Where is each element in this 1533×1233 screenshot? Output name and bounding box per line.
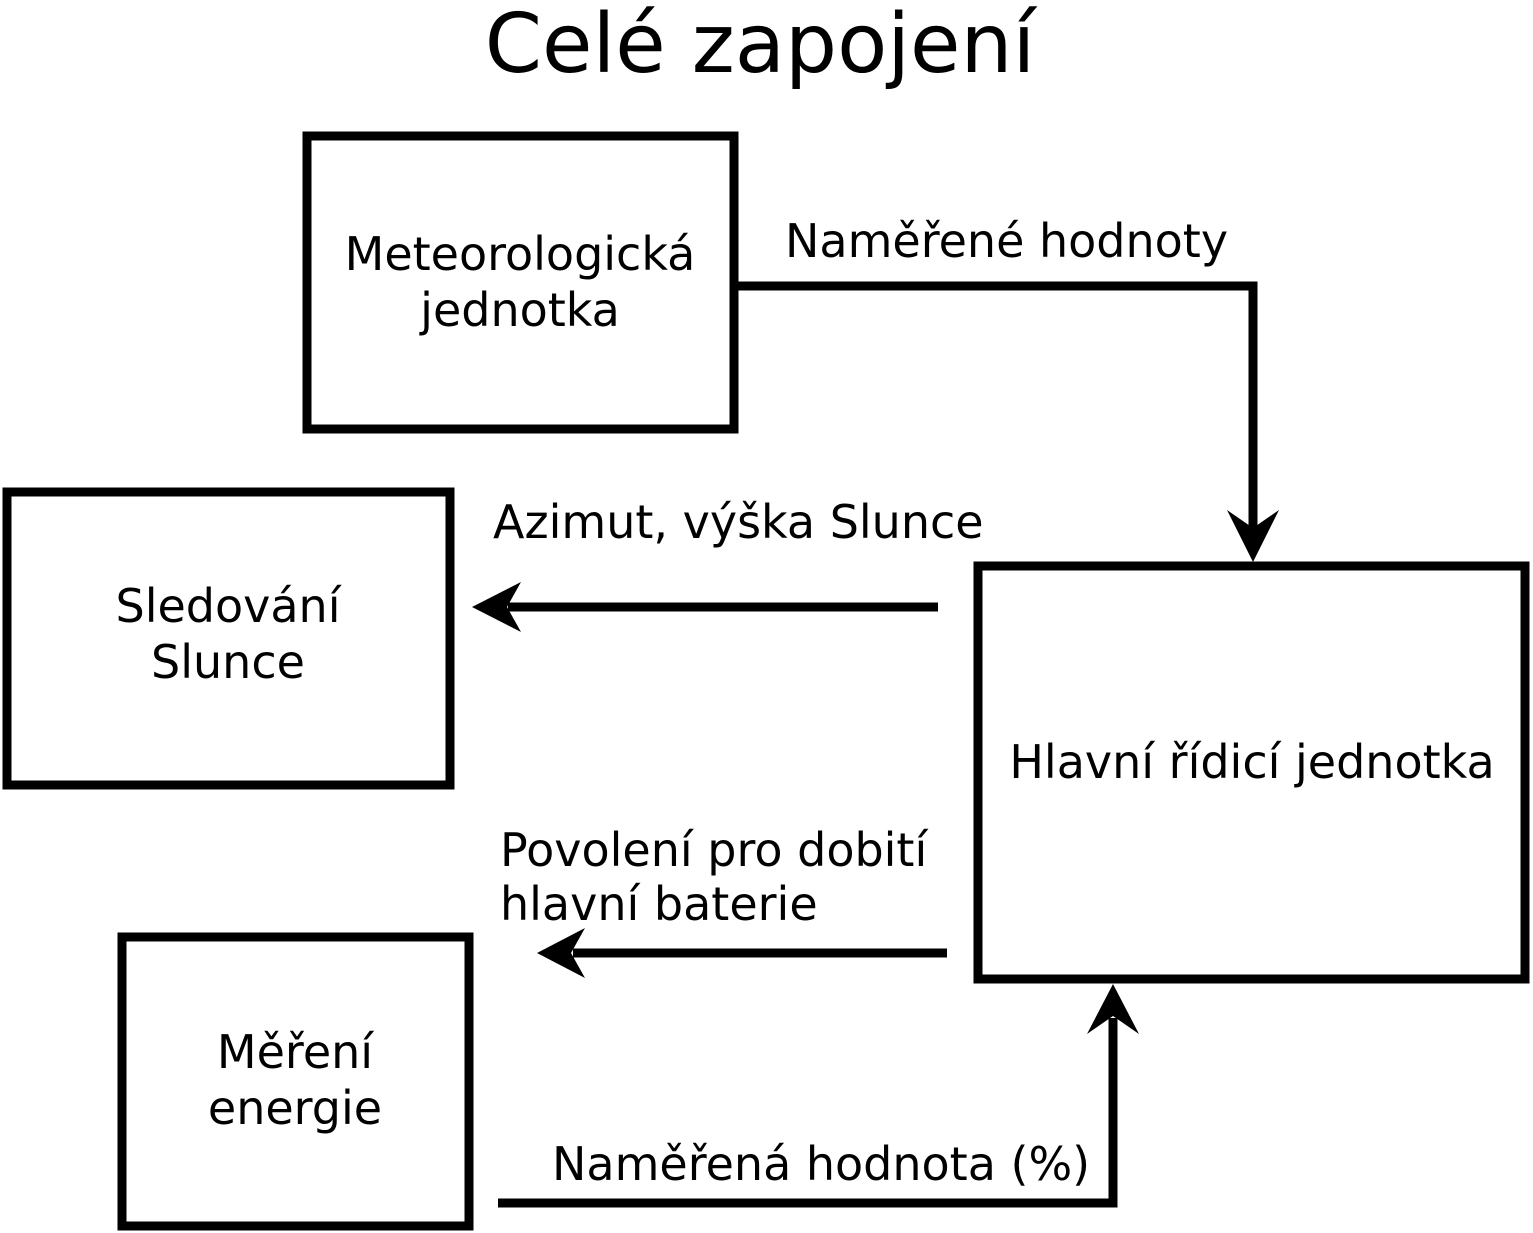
edge-measured-percent-line [498, 1018, 1118, 1208]
node-main-control: Hlavní řídicí jednotka [973, 561, 1530, 984]
node-energy-meter-box [117, 932, 474, 1231]
node-main-control-box [973, 561, 1530, 984]
node-meteo-unit-label-line1: Meteorologická [345, 227, 696, 281]
node-sun-tracking-box [2, 487, 455, 790]
node-sun-tracking-label-line1: Sledování [116, 579, 342, 633]
node-meteo-unit-label-line2: jednotka [419, 283, 620, 337]
edge-charge-permission: Povolení pro dobití hlavní baterie [500, 823, 947, 978]
edge-sun-position-label: Azimut, výška Slunce [493, 495, 984, 549]
node-sun-tracking: Sledování Slunce [2, 487, 455, 790]
edge-charge-permission-arrowhead-left-icon [537, 928, 585, 978]
node-energy-meter-label-line2: energie [208, 1081, 382, 1135]
node-meteo-unit: Meteorologická jednotka [302, 131, 739, 434]
edge-sun-position-arrowhead-left-icon [472, 582, 521, 632]
node-meteo-unit-box [302, 131, 739, 434]
edge-measured-values-label: Naměřené hodnoty [785, 214, 1228, 268]
edge-charge-permission-label-line1: Povolení pro dobití [500, 823, 928, 877]
edge-measured-values: Naměřené hodnoty [731, 214, 1279, 562]
edge-sun-position: Azimut, výška Slunce [472, 495, 984, 632]
node-energy-meter: Měření energie [117, 932, 474, 1231]
node-energy-meter-label-line1: Měření [217, 1025, 374, 1079]
edge-measured-percent-arrowhead-up-icon [1087, 984, 1139, 1034]
edge-measured-percent-label: Naměřená hodnota (%) [552, 1137, 1090, 1191]
node-sun-tracking-label-line2: Slunce [151, 635, 305, 689]
node-main-control-label: Hlavní řídicí jednotka [1009, 735, 1494, 789]
edge-measured-values-line [731, 281, 1258, 530]
edge-measured-percent: Naměřená hodnota (%) [498, 984, 1139, 1208]
edge-measured-values-arrowhead-down-icon [1227, 510, 1279, 562]
edge-charge-permission-label-line2: hlavní baterie [500, 877, 818, 931]
diagram-title: Celé zapojení [485, 0, 1038, 92]
